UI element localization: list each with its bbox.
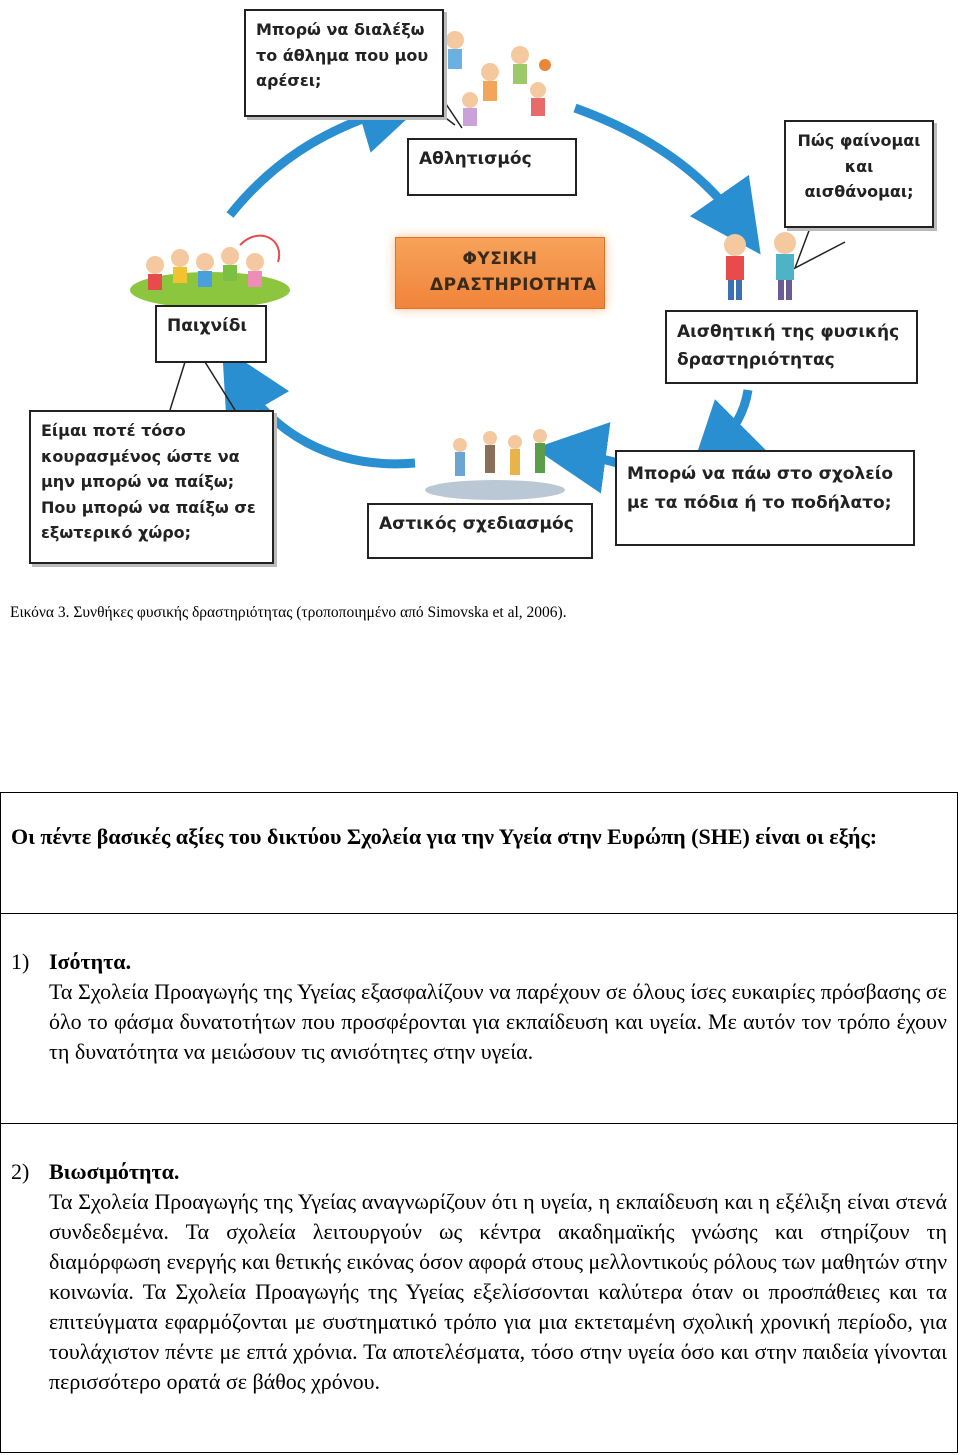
node-label: Αστικός σχεδιασμός xyxy=(379,514,574,534)
arrow-play-to-sport xyxy=(226,83,430,218)
walking-people-illustration xyxy=(425,429,565,500)
node-transport: Μπορώ να πάω στο σχολείο με τα πόδια ή τ… xyxy=(615,450,915,546)
physical-activity-diagram: ΦΥΣΙΚΗ ΔΡΑΣΤΗΡΙΟΤΗΤΑ Αθλητισμός Αισθητικ… xyxy=(0,0,960,590)
sport-children-illustration xyxy=(446,31,551,126)
node-play: Παιχνίδι xyxy=(155,305,267,363)
arrow-sport-to-aesthetic xyxy=(573,103,761,255)
node-aesthetic: Αισθητική της φυσικής δραστηριότητας xyxy=(665,310,918,384)
node-urban-planning: Αστικός σχεδιασμός xyxy=(367,503,593,559)
node-sport: Αθλητισμός xyxy=(407,138,577,196)
node-label: Μπορώ να πάω στο σχολείο με τα πόδια ή τ… xyxy=(627,464,893,513)
callout-aesthetic-question: Πώς φαίνομαι και αισθάνομαι; xyxy=(784,120,934,228)
figure-caption: Εικόνα 3. Συνθήκες φυσικής δραστηριότητα… xyxy=(10,604,567,621)
value-text: Τα Σχολεία Προαγωγής της Υγείας εξασφαλί… xyxy=(49,979,947,1064)
value-heading: 1) Ισότητα. xyxy=(1,947,957,977)
two-children-illustration xyxy=(724,232,796,300)
node-label: Αθλητισμός xyxy=(419,149,532,169)
value-item-equity: 1) Ισότητα. Τα Σχολεία Προαγωγής της Υγεί… xyxy=(1,914,957,1124)
value-title: Βιωσιμότητα. xyxy=(49,1159,180,1184)
value-number: 1) xyxy=(11,949,30,974)
node-label: Παιχνίδι xyxy=(167,316,248,336)
values-intro: Οι πέντε βασικές αξίες του δικτύου Σχολε… xyxy=(1,793,957,914)
callout-text: Μπορώ να διαλέξω το άθλημα που μου αρέσε… xyxy=(256,20,429,91)
pointer-play xyxy=(169,361,236,411)
value-heading: 2) Βιωσιμότητα. xyxy=(1,1157,957,1187)
she-values-table: Οι πέντε βασικές αξίες του δικτύου Σχολε… xyxy=(0,792,958,1453)
center-label: ΦΥΣΙΚΗ ΔΡΑΣΤΗΡΙΟΤΗΤΑ xyxy=(430,249,597,296)
center-physical-activity-box: ΦΥΣΙΚΗ ΔΡΑΣΤΗΡΙΟΤΗΤΑ xyxy=(395,237,605,309)
value-text: Τα Σχολεία Προαγωγής της Υγείας αναγνωρί… xyxy=(49,1189,948,1394)
arrow-aesthetic-to-transport xyxy=(689,389,766,476)
arrow-urban-to-play xyxy=(221,346,416,469)
value-number: 2) xyxy=(11,1159,30,1184)
callout-play-question: Είμαι ποτέ τόσο κουρασμένος ώστε να μην … xyxy=(29,410,274,564)
callout-text: Είμαι ποτέ τόσο κουρασμένος ώστε να μην … xyxy=(41,421,256,543)
playing-children-illustration xyxy=(130,234,290,308)
value-title: Ισότητα. xyxy=(49,949,132,974)
cycle-arrows xyxy=(130,31,846,500)
pointer-aesthetic xyxy=(793,227,846,270)
callout-sport-question: Μπορώ να διαλέξω το άθλημα που μου αρέσε… xyxy=(244,9,444,117)
callout-text: Πώς φαίνομαι και αισθάνομαι; xyxy=(797,131,921,202)
node-label: Αισθητική της φυσικής δραστηριότητας xyxy=(677,322,900,371)
value-item-sustainability: 2) Βιωσιμότητα. Τα Σχολεία Προαγωγής της … xyxy=(1,1124,957,1454)
